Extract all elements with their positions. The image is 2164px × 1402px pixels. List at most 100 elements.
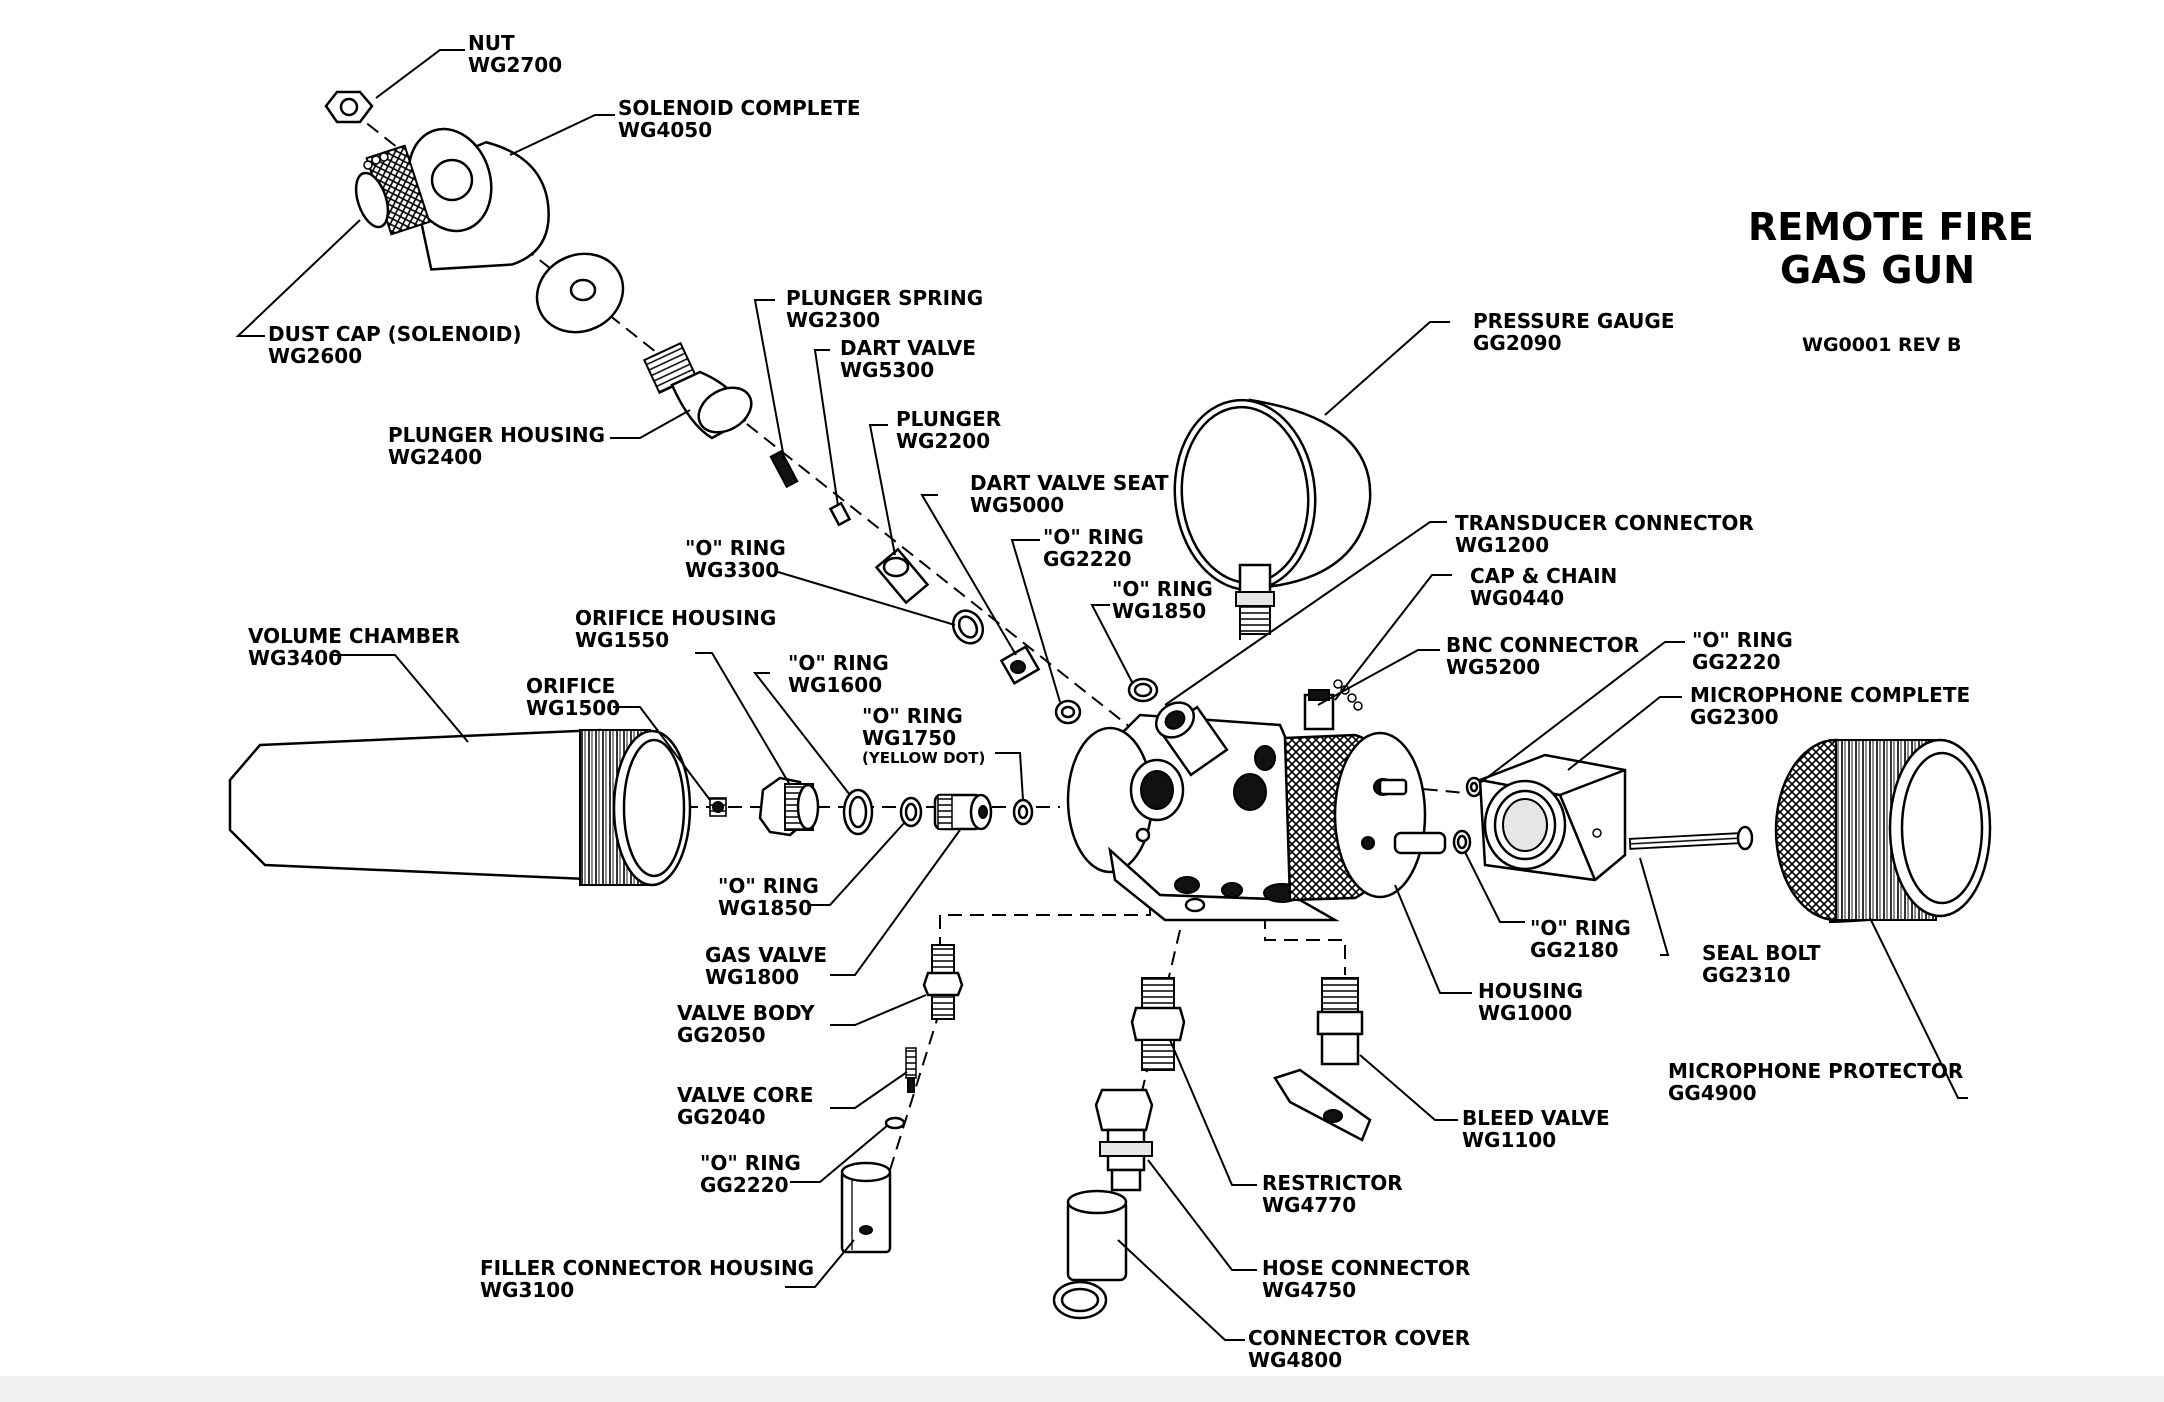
part-name: MICROPHONE COMPLETE xyxy=(1690,683,1970,707)
part-name: "O" RING xyxy=(1530,916,1631,940)
part-name: FILLER CONNECTOR HOUSING xyxy=(480,1256,814,1280)
label-orifice-housing: ORIFICE HOUSING WG1550 xyxy=(575,606,776,652)
label-microphone-complete: MICROPHONE COMPLETE GG2300 xyxy=(1690,683,1970,729)
part-code: WG1100 xyxy=(1462,1128,1556,1152)
part-code: WG4750 xyxy=(1262,1278,1356,1302)
part-name: SEAL BOLT xyxy=(1702,941,1821,965)
hose-connector-part xyxy=(1094,1088,1154,1192)
label-bnc-connector: BNC CONNECTOR WG5200 xyxy=(1446,633,1639,679)
part-code: WG3300 xyxy=(685,558,779,582)
part-labels: NUT WG2700 SOLENOID COMPLETE WG4050 DUST… xyxy=(248,31,1970,1372)
label-pressure-gauge: PRESSURE GAUGE GG2090 xyxy=(1473,309,1675,355)
part-name: NUT xyxy=(468,31,515,55)
label-microphone-protector: MICROPHONE PROTECTOR GG4900 xyxy=(1668,1059,1963,1105)
label-plunger-housing: PLUNGER HOUSING WG2400 xyxy=(388,423,605,469)
part-code: WG1800 xyxy=(705,965,799,989)
part-name: CAP & CHAIN xyxy=(1470,564,1617,588)
valve-core-part xyxy=(905,1047,917,1093)
part-name: BLEED VALVE xyxy=(1462,1106,1610,1130)
o-ring-wg1750-part xyxy=(1012,798,1034,826)
orifice-housing-part xyxy=(758,776,820,837)
part-name: "O" RING xyxy=(700,1151,801,1175)
o-ring-gg2180-part xyxy=(1452,829,1472,855)
drawing-number: WG0001 REV B xyxy=(1802,334,1961,356)
part-code: GG2050 xyxy=(677,1023,766,1047)
o-ring-wg1850-top-part xyxy=(1127,677,1159,703)
label-hose-connector: HOSE CONNECTOR WG4750 xyxy=(1262,1256,1470,1302)
dart-valve-part xyxy=(828,501,852,527)
label-solenoid: SOLENOID COMPLETE WG4050 xyxy=(618,96,861,142)
label-dust-cap: DUST CAP (SOLENOID) WG2600 xyxy=(268,322,522,368)
o-ring-wg1600-part xyxy=(842,788,874,836)
label-plunger: PLUNGER WG2200 xyxy=(896,407,1001,453)
bleed-valve-part xyxy=(1273,977,1372,1142)
label-nut: NUT WG2700 xyxy=(468,31,562,77)
part-code: WG4770 xyxy=(1262,1193,1356,1217)
label-filler-connector-housing: FILLER CONNECTOR HOUSING WG3100 xyxy=(480,1256,814,1302)
label-transducer-connector: TRANSDUCER CONNECTOR WG1200 xyxy=(1455,511,1754,557)
part-name: "O" RING xyxy=(788,651,889,675)
part-name: TRANSDUCER CONNECTOR xyxy=(1455,511,1754,535)
nut-part xyxy=(324,90,374,124)
volume-chamber-part xyxy=(228,728,692,887)
label-valve-body: VALVE BODY GG2050 xyxy=(677,1001,815,1047)
part-code: WG3400 xyxy=(248,646,342,670)
valve-body-part xyxy=(922,944,964,1020)
part-code: WG2600 xyxy=(268,344,362,368)
part-code: GG2220 xyxy=(700,1173,789,1197)
restrictor-part xyxy=(1130,977,1186,1071)
label-o-ring-gg2220-top: "O" RING GG2220 xyxy=(1043,525,1144,571)
label-volume-chamber: VOLUME CHAMBER WG3400 xyxy=(248,624,460,670)
part-name: ORIFICE HOUSING xyxy=(575,606,776,630)
plunger-part xyxy=(874,547,930,605)
part-code: WG1850 xyxy=(1112,599,1206,623)
part-code: GG2220 xyxy=(1692,650,1781,674)
o-ring-wg1850-bottom-part xyxy=(899,796,923,828)
part-name: PLUNGER HOUSING xyxy=(388,423,605,447)
part-code: WG3100 xyxy=(480,1278,574,1302)
part-code: WG1500 xyxy=(526,696,620,720)
label-orifice: ORIFICE WG1500 xyxy=(526,674,620,720)
part-name: "O" RING xyxy=(685,536,786,560)
part-name: ORIFICE xyxy=(526,674,615,698)
o-ring-wg3300-part xyxy=(951,609,985,645)
label-plunger-spring: PLUNGER SPRING WG2300 xyxy=(786,286,983,332)
title-block: REMOTE FIRE GAS GUN WG0001 REV B xyxy=(1748,205,2034,356)
part-code: GG2040 xyxy=(677,1105,766,1129)
label-bleed-valve: BLEED VALVE WG1100 xyxy=(1462,1106,1610,1152)
pressure-gauge-part xyxy=(1173,398,1372,635)
part-name: VOLUME CHAMBER xyxy=(248,624,460,648)
part-name: VALVE BODY xyxy=(677,1001,815,1025)
dart-valve-seat-part xyxy=(999,645,1041,685)
part-code: WG4050 xyxy=(618,118,712,142)
part-name: "O" RING xyxy=(1112,577,1213,601)
part-note: (YELLOW DOT) xyxy=(862,749,985,767)
part-name: BNC CONNECTOR xyxy=(1446,633,1639,657)
washer-part xyxy=(535,252,625,334)
part-code: WG5200 xyxy=(1446,655,1540,679)
part-code: WG1000 xyxy=(1478,1001,1572,1025)
part-code: WG1600 xyxy=(788,673,882,697)
orifice-part xyxy=(709,797,727,817)
part-code: WG0440 xyxy=(1470,586,1564,610)
microphone-complete-part xyxy=(1478,753,1627,882)
transducer-connector-part xyxy=(1154,701,1229,777)
label-o-ring-wg1850-bottom: "O" RING WG1850 xyxy=(718,874,819,920)
part-name: PLUNGER xyxy=(896,407,1001,431)
label-o-ring-wg1750: "O" RING WG1750 (YELLOW DOT) xyxy=(862,704,985,767)
part-name: MICROPHONE PROTECTOR xyxy=(1668,1059,1963,1083)
part-code: WG2400 xyxy=(388,445,482,469)
part-name: HOSE CONNECTOR xyxy=(1262,1256,1470,1280)
part-code: WG1750 xyxy=(862,726,956,750)
part-name: "O" RING xyxy=(862,704,963,728)
part-name: DUST CAP (SOLENOID) xyxy=(268,322,522,346)
solenoid-part xyxy=(354,127,550,271)
part-name: DART VALVE xyxy=(840,336,976,360)
part-code: WG2200 xyxy=(896,429,990,453)
seal-bolt-part xyxy=(1628,825,1754,851)
part-code: GG2220 xyxy=(1043,547,1132,571)
part-code: WG1200 xyxy=(1455,533,1549,557)
label-restrictor: RESTRICTOR WG4770 xyxy=(1262,1171,1403,1217)
o-ring-gg2220-right-part xyxy=(1465,776,1483,798)
part-name: HOUSING xyxy=(1478,979,1583,1003)
